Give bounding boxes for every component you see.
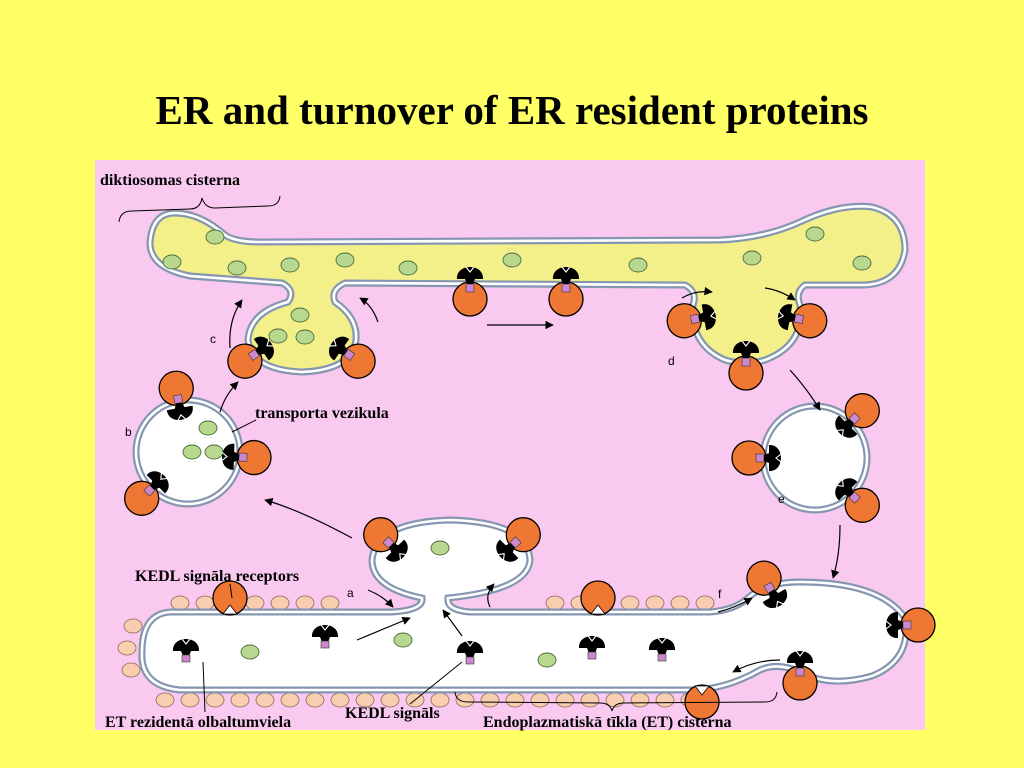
- cargo-protein: [295, 329, 315, 345]
- ribosome: [620, 595, 640, 611]
- ribosome: [505, 692, 525, 708]
- leader-kedl-receptor: [229, 583, 233, 599]
- cargo-protein: [227, 260, 247, 276]
- ribosome: [670, 595, 690, 611]
- arrow: [485, 583, 495, 608]
- ribosome: [230, 692, 250, 708]
- arrow: [229, 299, 243, 349]
- cargo-protein: [198, 420, 218, 436]
- ribosome: [117, 640, 137, 656]
- arrow: [717, 597, 753, 613]
- receptor-complex: [729, 341, 763, 390]
- label-transport-vesicle: transporta vezikula: [255, 405, 389, 422]
- step-letter-d: d: [668, 354, 675, 368]
- step-letter-e: e: [778, 492, 785, 506]
- arrow: [789, 369, 821, 411]
- ribosome: [180, 692, 200, 708]
- ribosome: [270, 595, 290, 611]
- arrow: [367, 589, 394, 608]
- cargo-protein: [204, 444, 224, 460]
- ribosome: [155, 692, 175, 708]
- cargo-protein: [268, 328, 288, 344]
- receptor-complex: [549, 267, 583, 316]
- kedl-receptor: [580, 580, 616, 616]
- cargo-protein: [205, 229, 225, 245]
- cargo-protein: [290, 307, 310, 323]
- cargo-protein: [398, 260, 418, 276]
- leader-kedl-signal: [409, 661, 463, 705]
- ribosome: [555, 692, 575, 708]
- receptor-complex: [886, 608, 935, 642]
- arrow: [264, 498, 353, 539]
- cargo-protein: [628, 257, 648, 273]
- arrow: [356, 617, 411, 641]
- ribosome: [480, 692, 500, 708]
- step-letter-b: b: [125, 425, 132, 439]
- label-er-cisterna: Endoplazmatiskā tīkla (ET) cisterna: [483, 714, 731, 731]
- ribosome: [320, 595, 340, 611]
- ribosome: [170, 595, 190, 611]
- cargo-protein: [502, 252, 522, 268]
- er-brace: [454, 691, 778, 712]
- ribosome: [545, 595, 565, 611]
- cargo-protein: [537, 652, 557, 668]
- ribosome: [695, 595, 715, 611]
- ribosome: [280, 692, 300, 708]
- ribosome: [295, 595, 315, 611]
- cargo-protein: [240, 644, 260, 660]
- receptor-complex: [783, 651, 817, 700]
- cargo-proteins: [162, 226, 872, 668]
- cargo-protein: [393, 632, 413, 648]
- step-letter-f: f: [718, 587, 722, 601]
- arrow: [359, 297, 379, 323]
- cargo-protein: [335, 252, 355, 268]
- ribosome: [195, 595, 215, 611]
- cargo-protein: [182, 444, 202, 460]
- label-kedl-receptor: KEDL signāla receptors: [135, 568, 299, 585]
- ribosome: [305, 692, 325, 708]
- arrow: [732, 659, 781, 673]
- slide-title: ER and turnover of ER resident proteins: [155, 87, 869, 133]
- step-letter-a: a: [347, 586, 354, 600]
- ribosome: [530, 692, 550, 708]
- ribosome: [245, 595, 265, 611]
- arrow: [764, 287, 796, 301]
- ribosome: [255, 692, 275, 708]
- cargo-protein: [280, 257, 300, 273]
- ribosome: [580, 692, 600, 708]
- cargo-protein: [805, 226, 825, 242]
- ribosome: [645, 595, 665, 611]
- leader-transport-vesicle: [231, 419, 257, 433]
- label-golgi-cisterna: diktiosomas cisterna: [100, 172, 240, 189]
- arrow: [219, 381, 239, 413]
- cargo-protein: [162, 254, 182, 270]
- pathway-arrows: [219, 286, 841, 673]
- arrow: [681, 286, 713, 299]
- leader-er-resident-protein: [202, 661, 206, 713]
- golgi-brace: [118, 195, 281, 223]
- label-er-resident-protein: ET rezidentā olbaltumviela: [105, 714, 291, 731]
- step-letter-c: c: [210, 332, 216, 346]
- ribosome: [655, 692, 675, 708]
- arrow: [831, 524, 841, 579]
- cargo-protein: [852, 255, 872, 271]
- receptor-complex: [732, 441, 781, 475]
- label-kedl-signal: KEDL signāls: [345, 705, 440, 722]
- ribosome: [121, 662, 141, 678]
- ribosome: [630, 692, 650, 708]
- ribosome: [123, 618, 143, 634]
- cargo-protein: [742, 250, 762, 266]
- arrow: [442, 609, 463, 637]
- ribosome: [205, 692, 225, 708]
- receptor-complex: [453, 267, 487, 316]
- cargo-protein: [430, 540, 450, 556]
